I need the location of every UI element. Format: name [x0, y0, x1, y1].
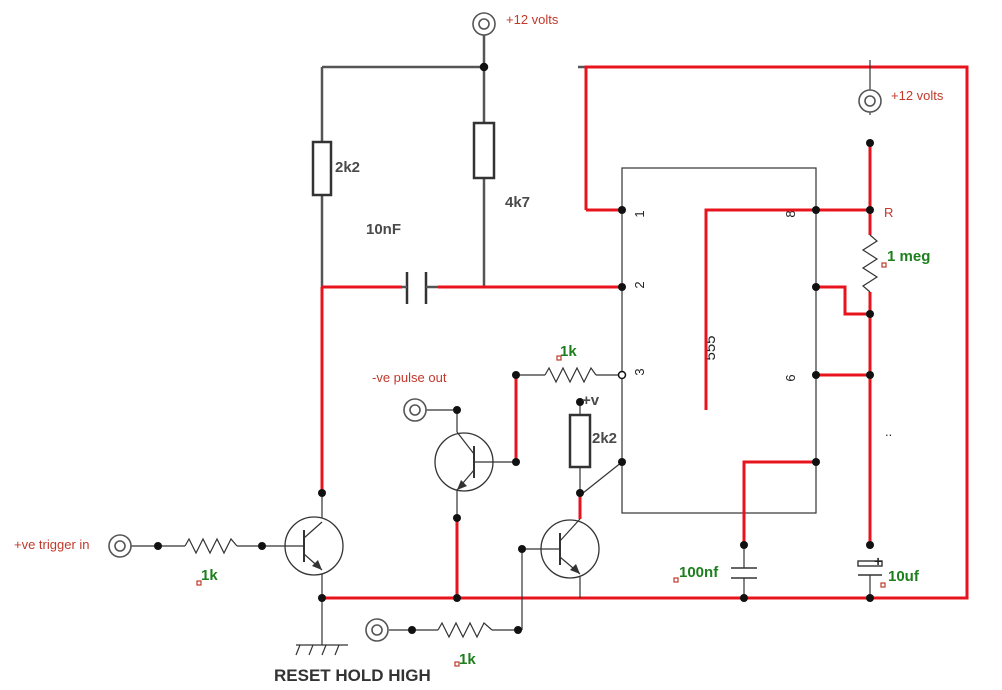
label-cap-100nf: 100nf: [679, 564, 719, 581]
terminal-trigger-in: [108, 534, 132, 558]
transistor-trigger: [284, 516, 344, 576]
capacitor-10uf: [857, 560, 883, 576]
resistor-1k-trigger: [184, 537, 238, 555]
terminal-supply-right: [858, 89, 882, 113]
resistor-2k2-left: [311, 140, 333, 197]
label-supply-right: +12 volts: [891, 88, 944, 103]
pin-3-label: 3: [632, 368, 647, 375]
label-cap-coupling: 10nF: [366, 221, 401, 238]
label-plus-v: +v: [582, 392, 600, 409]
terminal-pulse-out: [403, 398, 427, 422]
label-r-top: 4k7: [505, 194, 530, 211]
label-r-timing: 1 meg: [887, 248, 930, 265]
label-r-reset: 1k: [459, 651, 476, 668]
pin-6-label: 6: [783, 374, 798, 381]
terminal-supply-top: [472, 12, 496, 36]
label-r-left: 2k2: [335, 159, 360, 176]
label-r-marker: R: [884, 205, 893, 220]
label-r-base: 1k: [560, 343, 577, 360]
pin-1-label: 1: [632, 210, 647, 217]
pin-2-label: 2: [632, 281, 647, 288]
terminal-reset: [365, 618, 389, 642]
ic-555-body: [621, 167, 817, 514]
resistor-1k-reset: [437, 621, 493, 639]
label-r-trigger: 1k: [201, 567, 218, 584]
label-cap-10uf: 10uf: [888, 568, 920, 585]
label-trigger-in: +ve trigger in: [14, 537, 90, 552]
label-supply-top: +12 volts: [506, 12, 559, 27]
red-wires: [320, 65, 969, 600]
capacitor-10nf: [402, 272, 438, 304]
grey-wires-top: [320, 35, 586, 287]
label-handle-markers: [196, 262, 887, 667]
resistor-2k2-collector: [568, 413, 592, 469]
pin-8-label: 8: [783, 210, 798, 217]
resistor-1meg: [861, 234, 879, 293]
label-stray-mark: ..: [885, 424, 892, 439]
label-pulse-out: -ve pulse out: [372, 370, 447, 385]
ground-symbol: [295, 644, 348, 656]
resistor-1k-base: [544, 366, 597, 384]
resistor-4k7: [472, 121, 496, 180]
transistor-output: [434, 431, 494, 492]
capacitor-100nf: [731, 567, 757, 579]
cap-plus-sign: +: [874, 553, 882, 569]
junction-dots: [154, 62, 874, 634]
label-r-collector: 2k2: [592, 430, 617, 447]
label-reset-hold: RESET HOLD HIGH: [274, 666, 431, 685]
transistor-reset: [540, 518, 600, 579]
